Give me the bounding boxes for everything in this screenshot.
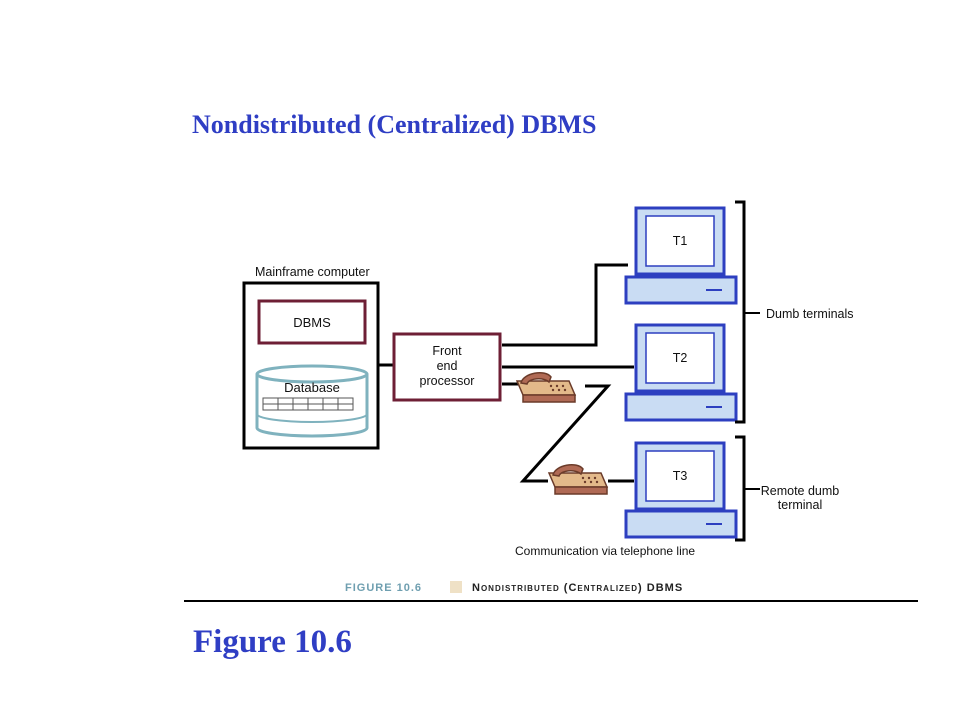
dumb-terminals-bracket (735, 200, 746, 424)
dbms-box (257, 299, 367, 345)
dbms-label: DBMS (293, 315, 331, 330)
telephone-icon (515, 371, 577, 403)
mainframe-label: Mainframe computer (255, 265, 370, 279)
telephone-line-label: Communication via telephone line (515, 544, 695, 558)
figure-caption-number: FIGURE 10.6 (345, 582, 422, 594)
telephone-icon (547, 463, 609, 495)
terminal-label-t1: T1 (673, 234, 688, 248)
front-end-processor-box (392, 332, 502, 402)
terminal-label-t3: T3 (673, 469, 688, 483)
telephone-line (519, 384, 612, 483)
slide-title: Nondistributed (Centralized) DBMS (192, 110, 597, 139)
database-cylinder (255, 364, 369, 438)
terminal-t2: T2 (624, 323, 738, 422)
fep-label-line3: processor (420, 374, 475, 388)
terminal-t1: T1 (624, 206, 738, 305)
fep-label-line2: end (437, 359, 458, 373)
fep-to-t1-line (502, 263, 628, 347)
remote-terminal-label-line2: terminal (778, 498, 822, 512)
remote-terminal-label-line1: Remote dumb (761, 484, 840, 498)
connection-lines (310, 263, 634, 483)
terminal-label-t2: T2 (673, 351, 688, 365)
fep-label-line1: Front (432, 344, 462, 358)
caption-swatch (450, 581, 462, 593)
dumb-terminals-label: Dumb terminals (766, 307, 854, 321)
database-label: Database (284, 380, 340, 395)
terminal-t3: T3 (624, 441, 738, 539)
figure-label: Figure 10.6 (193, 624, 352, 660)
figure-caption-text: Nondistributed (Centralized) DBMS (472, 582, 683, 594)
